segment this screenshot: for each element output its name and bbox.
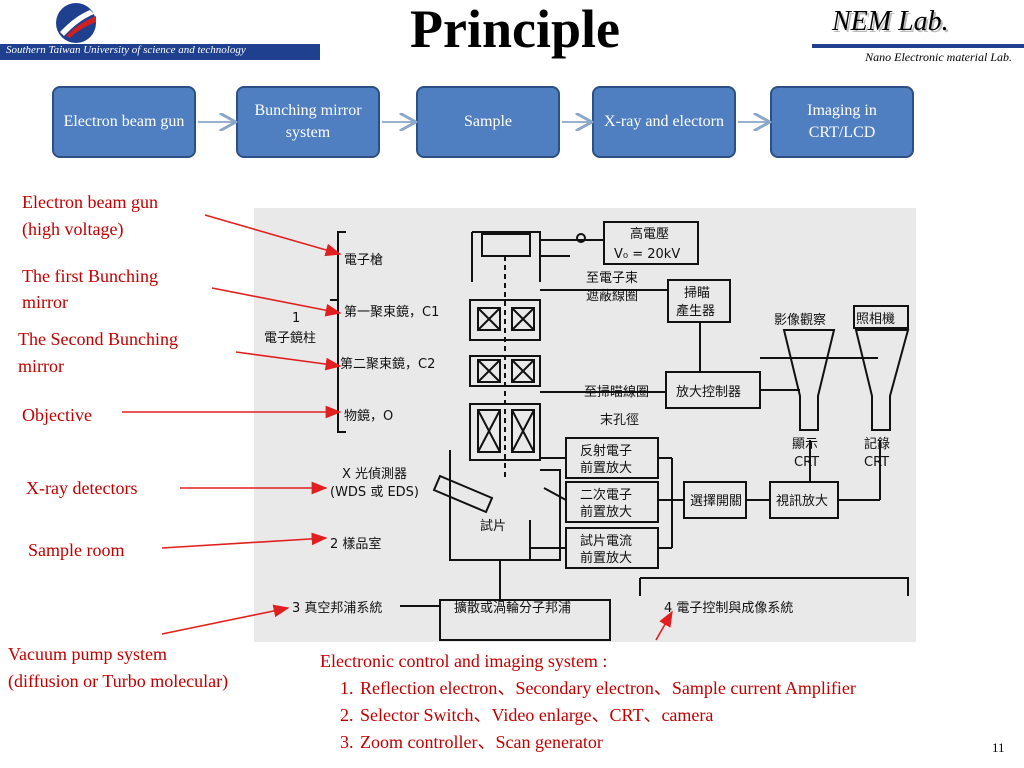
flow-box-xray: X-ray and electorn — [592, 86, 736, 158]
flow-box-bunching: Bunching mirror system — [236, 86, 380, 158]
dt-camera: 照相機 — [856, 312, 895, 327]
page-title: Principle — [410, 0, 620, 59]
dt-hv-1: 高電壓 — [630, 226, 669, 242]
dt-secondary-1: 二次電子 — [580, 487, 632, 503]
dt-reflect-1: 反射電子 — [580, 443, 632, 459]
dt-c2: 第二聚束鏡，C2 — [340, 357, 435, 372]
dt-record-crt-1: 記錄 — [864, 436, 890, 452]
pointer-arrows — [122, 214, 673, 641]
dt-gun: 電子槍 — [344, 253, 383, 268]
dt-scan-gen-2: 產生器 — [676, 303, 715, 319]
dt-c1: 第一聚束鏡，C1 — [344, 305, 439, 320]
label-vacuum-line1: Vacuum pump system — [8, 644, 167, 664]
arrow-vacuum — [161, 604, 290, 635]
label-vacuum-line2: (diffusion or Turbo molecular) — [8, 671, 229, 691]
dt-current-2: 前置放大 — [580, 550, 632, 566]
dt-scan-gen-1: 掃瞄 — [684, 285, 710, 301]
dt-xray-det: X 光偵測器 — [342, 467, 407, 482]
dt-secondary-2: 前置放大 — [580, 504, 632, 520]
arrow-electronic — [655, 610, 673, 641]
label-second-line1: The Second Bunching — [18, 329, 178, 349]
dt-hv-2: V₀ = 20kV — [614, 247, 680, 262]
label-xray: X-ray detectors — [26, 478, 138, 498]
dt-sample-room: 2 樣品室 — [330, 536, 381, 552]
arrow-sample-room — [161, 532, 328, 549]
dt-record-crt-2: CRT — [864, 455, 889, 470]
note-item: Reflection electron、Secondary electron、S… — [358, 675, 856, 702]
dt-column: 電子鏡柱 — [264, 331, 316, 346]
flow-box-imaging: Imaging in CRT/LCD — [770, 86, 914, 158]
electronic-system-note: Electronic control and imaging system : … — [320, 648, 856, 756]
header-bar — [0, 44, 320, 60]
label-gun-line1: Electron beam gun — [22, 192, 158, 212]
note-item: Zoom controller、Scan generator — [358, 729, 856, 756]
arrow-first — [211, 287, 342, 317]
sem-line-art — [330, 221, 910, 641]
flow-box-sample: Sample — [416, 86, 560, 158]
note-heading: Electronic control and imaging system : — [320, 651, 608, 671]
dt-aperture: 末孔徑 — [600, 413, 639, 428]
dt-reflect-2: 前置放大 — [580, 460, 632, 476]
label-first-line1: The first Bunching — [22, 266, 158, 286]
arrow-gun — [204, 214, 342, 257]
dt-specimen: 試片 — [480, 518, 506, 534]
label-first-line2: mirror — [22, 292, 68, 312]
dt-amp-ctrl: 放大控制器 — [676, 385, 741, 400]
dt-image-view: 影像觀察 — [774, 313, 826, 328]
university-logo — [56, 3, 96, 43]
flow-box-electron-gun: Electron beam gun — [52, 86, 196, 158]
label-sample-room: Sample room — [28, 540, 125, 560]
dt-column-num: 1 — [292, 311, 300, 326]
sem-diagram-background — [254, 208, 916, 642]
lab-underline — [812, 44, 1024, 48]
note-item: Selector Switch、Video enlarge、CRT、camera — [358, 702, 856, 729]
dt-to-scan-coil: 至掃瞄線圈 — [584, 384, 649, 400]
dt-selector: 選擇開關 — [690, 493, 742, 509]
dt-to-beam-1: 至電子束 — [586, 271, 638, 286]
lab-name: NEM Lab. — [832, 6, 949, 37]
page-number: 11 — [992, 740, 1005, 755]
dt-current-1: 試片電流 — [580, 533, 632, 549]
dt-objective: 物鏡，O — [344, 409, 393, 424]
arrow-second — [235, 351, 342, 371]
dt-display-crt-2: CRT — [794, 455, 819, 470]
dt-diffusion: 擴散或渦輪分子邦浦 — [454, 600, 571, 616]
university-name: Southern Taiwan University of science an… — [6, 44, 246, 56]
dt-wds: (WDS 或 EDS) — [330, 485, 419, 500]
diagram-labels: 高電壓 V₀ = 20kV 至電子束 遮蔽線圈 掃瞄 產生器 影像觀察 照相機 … — [264, 226, 895, 616]
note-list: Reflection electron、Secondary electron、S… — [320, 675, 856, 756]
dt-vacuum: 3 真空邦浦系統 — [292, 601, 382, 616]
label-gun-line2: (high voltage) — [22, 219, 124, 239]
dt-to-beam-2: 遮蔽線圈 — [586, 288, 638, 304]
dt-electronic: 4 電子控制與成像系統 — [664, 601, 793, 616]
dt-display-crt-1: 顯示 — [792, 437, 818, 452]
label-objective: Objective — [22, 405, 92, 425]
dt-video-amp: 視訊放大 — [776, 494, 828, 509]
lab-full-name: Nano Electronic material Lab. — [865, 50, 1012, 64]
label-second-line2: mirror — [18, 356, 64, 376]
